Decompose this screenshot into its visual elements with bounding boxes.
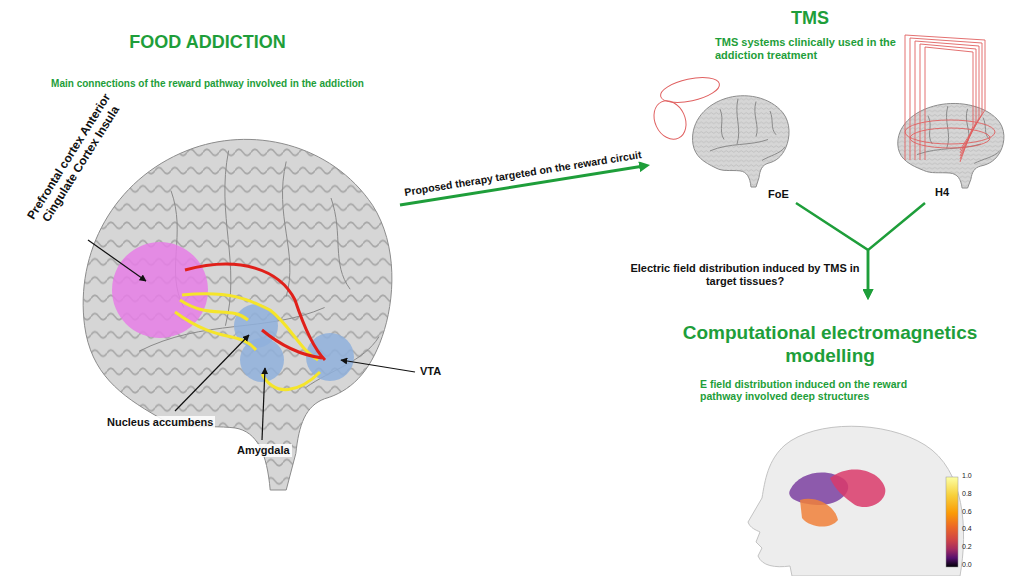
colorbar-tick: 0.6 — [962, 508, 972, 516]
region-label: Nucleus accumbens — [105, 416, 215, 429]
section-subtitle: E field distribution induced on the rewa… — [700, 378, 950, 403]
h-coil — [905, 35, 995, 162]
coil-name: FoE — [768, 188, 798, 201]
section-panel: Computational electromagnetics modelling… — [640, 300, 1020, 576]
region-label: Amygdala — [235, 444, 292, 457]
section-title: TMS — [650, 2, 970, 30]
region-label: Prefrontal cortex Anterior Cingulate Cor… — [23, 89, 127, 231]
brain-figure — [83, 139, 392, 490]
pathway — [262, 372, 320, 390]
region-label: VTA — [420, 365, 441, 378]
coil-name: H4 — [935, 186, 965, 199]
colorbar-tick: 1.0 — [962, 472, 972, 480]
coil-figure: FoE — [652, 78, 800, 203]
coil-wing — [648, 96, 692, 145]
section-panel: TMS TMS systems clinically used in the ad… — [650, 2, 1010, 203]
coil-wire — [910, 128, 990, 148]
section-panel: FOOD ADDICTION Main connections of the re… — [15, 28, 400, 500]
colorbar-tick: 0.4 — [962, 525, 972, 533]
coil-wire — [925, 47, 973, 162]
pathway — [180, 300, 248, 320]
coil-wing — [658, 73, 721, 107]
head-outline — [748, 426, 964, 576]
field-structure — [800, 499, 838, 527]
pathway — [185, 264, 325, 360]
coil-wire — [910, 38, 982, 160]
pathway — [262, 330, 322, 358]
edge-label: Electric field distribution induced by T… — [630, 262, 860, 288]
colorbar-tick: 0.8 — [962, 490, 972, 498]
section-subtitle: Main connections of the reward pathway i… — [15, 78, 400, 90]
leader-line — [175, 335, 249, 411]
flow-arrow — [868, 203, 925, 292]
colorbar-tick: 0.2 — [962, 543, 972, 551]
leader-line — [88, 240, 146, 281]
coil-figure: H4 — [840, 25, 1005, 203]
section-title: FOOD ADDICTION — [15, 28, 400, 54]
field-structure — [830, 469, 885, 507]
colorbar-tick: 0.0 — [962, 561, 972, 569]
pathway — [175, 312, 256, 350]
leader-line — [262, 368, 265, 440]
brain-figure — [898, 103, 1004, 188]
leader-line — [341, 360, 415, 372]
edge-label: Proposed therapy targeted on the reward … — [404, 148, 643, 198]
section-title: Computational electromagnetics modelling — [650, 322, 1010, 368]
brain-figure — [693, 96, 789, 187]
colorbar — [946, 477, 958, 567]
section-subtitle: TMS systems clinically used in the addic… — [715, 36, 915, 62]
